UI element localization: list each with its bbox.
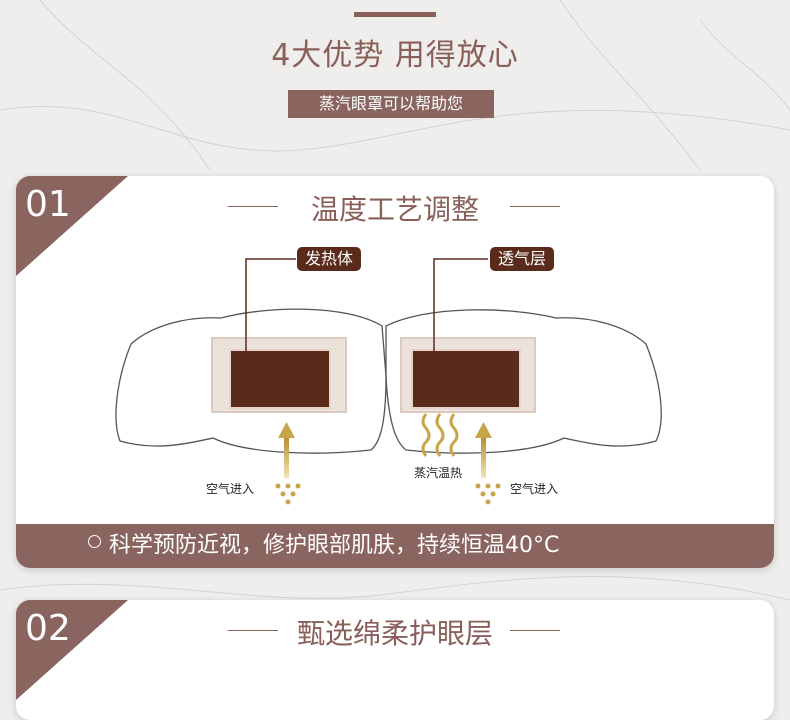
feature-card-soft-layer: 02 甄选绵柔护眼层 <box>16 600 774 720</box>
circle-bullet-icon <box>88 535 101 548</box>
eye-mask-diagram <box>115 258 662 505</box>
label-heater: 发热体 <box>297 247 362 271</box>
mask-outline-icon <box>115 308 387 454</box>
label-breathable: 透气层 <box>490 247 555 271</box>
subtitle-badge: 蒸汽眼罩可以帮助您 <box>288 90 494 118</box>
card-number: 02 <box>25 608 71 649</box>
title-line-right <box>510 630 560 631</box>
title-line-right <box>510 206 560 207</box>
card-number: 01 <box>25 184 71 225</box>
feature-footer-bar: 科学预防近视，修护眼部肌肤，持续恒温40°C <box>16 524 774 568</box>
title-line-left <box>228 206 278 207</box>
title-line-left <box>228 630 278 631</box>
card-title: 温度工艺调整 <box>310 193 479 226</box>
label-steam: 蒸汽温热 <box>414 466 463 480</box>
card-title: 甄选绵柔护眼层 <box>296 617 493 650</box>
arrow-up-icon-right <box>475 422 492 478</box>
headline: 4大优势 用得放心 <box>271 38 519 73</box>
dots-icon <box>275 483 501 505</box>
arrow-up-icon <box>278 422 295 478</box>
top-accent-bar <box>354 12 436 17</box>
steam-wave-icon <box>421 413 459 457</box>
feature-footer-text: 科学预防近视，修护眼部肌肤，持续恒温40°C <box>109 533 560 558</box>
label-air-in-right: 空气进入 <box>510 482 559 496</box>
feature-card-temperature: 01 温度工艺调整 <box>16 176 774 568</box>
label-air-in-left: 空气进入 <box>206 482 255 496</box>
